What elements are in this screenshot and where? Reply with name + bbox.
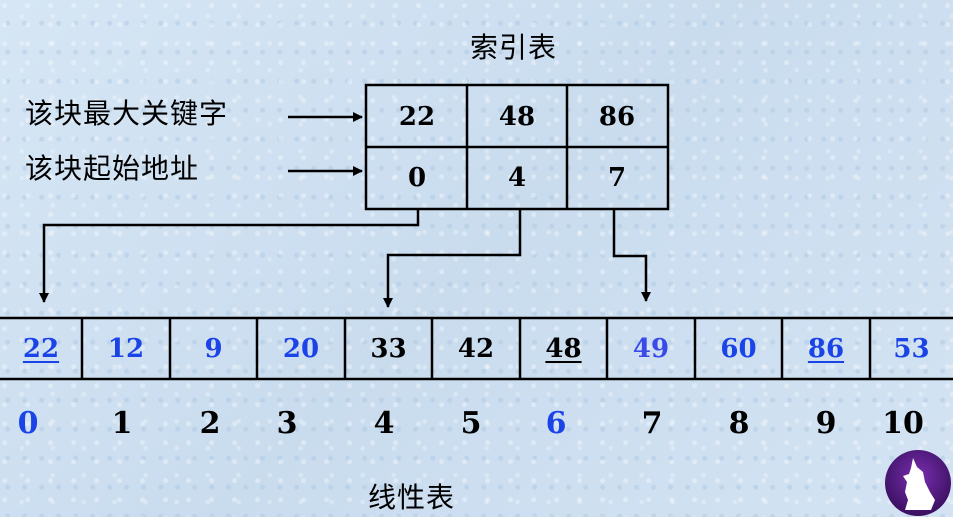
index-start-address-cell: 4: [507, 163, 527, 193]
row-label-max-key: 该块最大关键字: [25, 97, 229, 130]
linear-index-label: 3: [276, 406, 298, 441]
linear-index-label: 0: [17, 406, 39, 441]
linear-index-label: 9: [815, 406, 837, 441]
linear-value-cell: 86: [807, 333, 845, 364]
pointer-arrow-0: [39, 209, 420, 303]
linear-value-cell: 33: [370, 333, 407, 364]
linear-index-label: 8: [728, 406, 750, 441]
row-label-start-address: 该块起始地址: [25, 152, 200, 185]
linear-table-title: 线性表: [368, 481, 456, 514]
linear-value-cell: 60: [720, 333, 757, 364]
pointer-arrow-7: [612, 209, 651, 302]
index-start-address-cell: 0: [407, 163, 427, 193]
index-max-key-cell: 48: [498, 102, 536, 132]
linear-value-cell: 12: [107, 333, 145, 364]
linear-index-label: 10: [882, 406, 924, 441]
linear-index-label: 1: [111, 406, 133, 441]
index-max-key-cell: 86: [598, 102, 636, 132]
linear-index-label: 2: [199, 406, 221, 441]
linear-index-label: 6: [545, 406, 567, 441]
linear-table-grid: [0, 316, 953, 381]
index-table-title: 索引表: [470, 31, 558, 64]
index-table-grid: [364, 83, 670, 211]
linear-value-cell: 53: [893, 333, 930, 364]
linear-value-cell: 9: [204, 333, 223, 364]
pointer-arrow-4: [383, 209, 522, 308]
linear-value-cell: 20: [282, 333, 320, 364]
linear-value-cell: 22: [22, 333, 60, 364]
linear-value-cell: 42: [457, 333, 495, 364]
linear-index-label: 7: [641, 406, 663, 441]
linear-value-cell: 48: [545, 333, 582, 364]
index-start-address-cell: 7: [607, 163, 627, 193]
index-max-key-cell: 22: [398, 102, 436, 132]
howling-wolf-logo-icon: [885, 450, 951, 516]
linear-value-cell: 49: [632, 333, 670, 364]
linear-index-label: 5: [460, 406, 482, 441]
linear-index-label: 4: [373, 406, 395, 441]
